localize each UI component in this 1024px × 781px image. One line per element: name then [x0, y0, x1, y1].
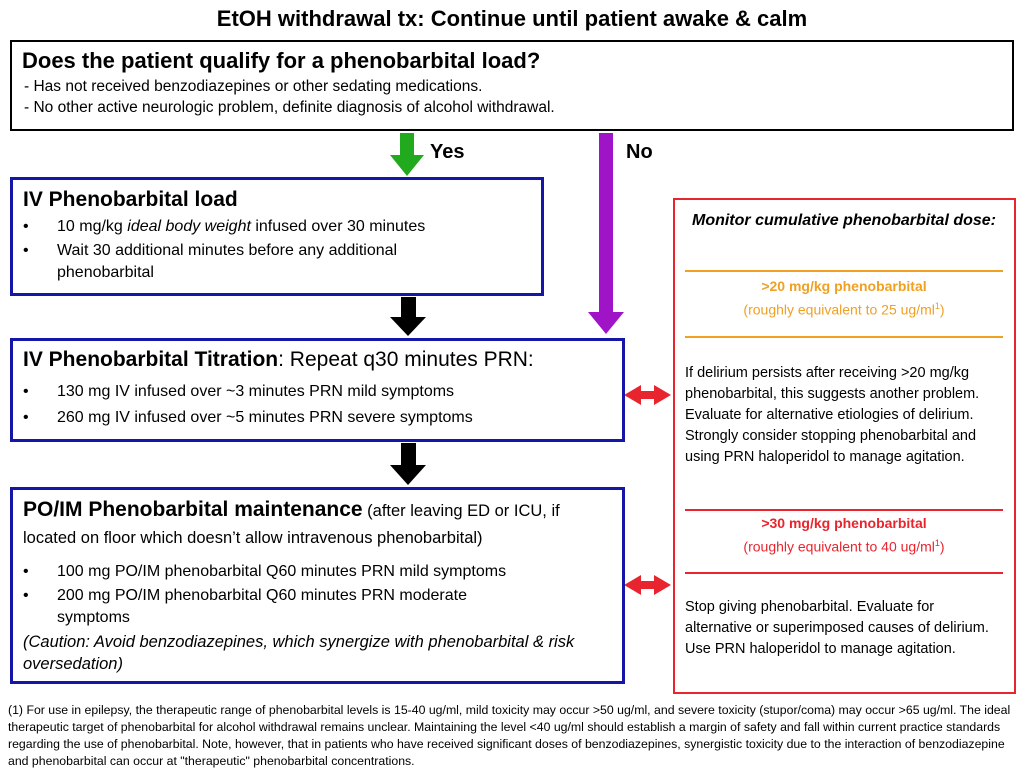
no-arrow [588, 133, 624, 334]
iv-titration-heading: IV Phenobarbital Titration: Repeat q30 m… [23, 348, 534, 371]
yes-label: Yes [430, 141, 465, 163]
load-to-titration-arrow [390, 297, 426, 336]
divider [685, 509, 1003, 511]
threshold-20-box: >20 mg/kg phenobarbital (roughly equival… [685, 276, 1003, 320]
page-title: EtOH withdrawal tx: Continue until patie… [216, 6, 808, 31]
list-item: • 130 mg IV infused over ~3 minutes PRN … [23, 383, 455, 400]
maintenance-box: PO/IM Phenobarbital maintenance (after l… [10, 487, 625, 684]
divider [685, 572, 1003, 574]
divider [685, 336, 1003, 338]
list-item: • 100 mg PO/IM phenobarbital Q60 minutes… [23, 563, 507, 580]
threshold-30-guidance: Stop giving phenobarbital. Evaluate for … [685, 599, 989, 657]
divider [685, 270, 1003, 272]
criterion-no-sedatives: - Has not received benzodiazepines or ot… [24, 78, 483, 95]
no-label: No [626, 141, 653, 163]
list-item: • Wait 30 additional minutes before any … [23, 242, 398, 281]
monitor-box: Monitor cumulative phenobarbital dose: >… [673, 198, 1016, 694]
monitor-heading: Monitor cumulative phenobarbital dose: [691, 212, 997, 229]
yes-arrow [390, 133, 424, 176]
threshold-20-label: >20 mg/kg phenobarbital [761, 278, 927, 294]
criterion-no-neuro-problem: - No other active neurologic problem, de… [24, 99, 555, 116]
qualification-question: Does the patient qualify for a phenobarb… [22, 48, 541, 73]
threshold-20-guidance: If delirium persists after receiving >20… [685, 365, 980, 465]
iv-load-heading: IV Phenobarbital load [23, 188, 238, 211]
threshold-20-equiv: (roughly equivalent to 25 ug/ml1) [743, 301, 945, 318]
threshold-30-label: >30 mg/kg phenobarbital [761, 515, 927, 531]
caution-note: (Caution: Avoid benzodiazepines, which s… [23, 633, 575, 673]
threshold-30-box: >30 mg/kg phenobarbital (roughly equival… [685, 513, 1003, 557]
qualification-question-box: Does the patient qualify for a phenobarb… [10, 40, 1014, 131]
iv-load-box: IV Phenobarbital load • 10 mg/kg ideal b… [10, 177, 544, 296]
threshold-30-equiv: (roughly equivalent to 40 ug/ml1) [743, 538, 945, 555]
iv-titration-box: IV Phenobarbital Titration: Repeat q30 m… [10, 338, 625, 442]
list-item: • 260 mg IV infused over ~5 minutes PRN … [23, 409, 473, 426]
list-item: • 200 mg PO/IM phenobarbital Q60 minutes… [23, 587, 467, 626]
maintenance-monitor-double-arrow [624, 575, 671, 595]
list-item: • 10 mg/kg ideal body weight infused ove… [23, 218, 426, 235]
titration-monitor-double-arrow [624, 385, 671, 405]
maintenance-heading: PO/IM Phenobarbital maintenance (after l… [23, 498, 560, 547]
titration-to-maintenance-arrow [390, 443, 426, 485]
footnote: (1) For use in epilepsy, the therapeutic… [8, 703, 1011, 768]
